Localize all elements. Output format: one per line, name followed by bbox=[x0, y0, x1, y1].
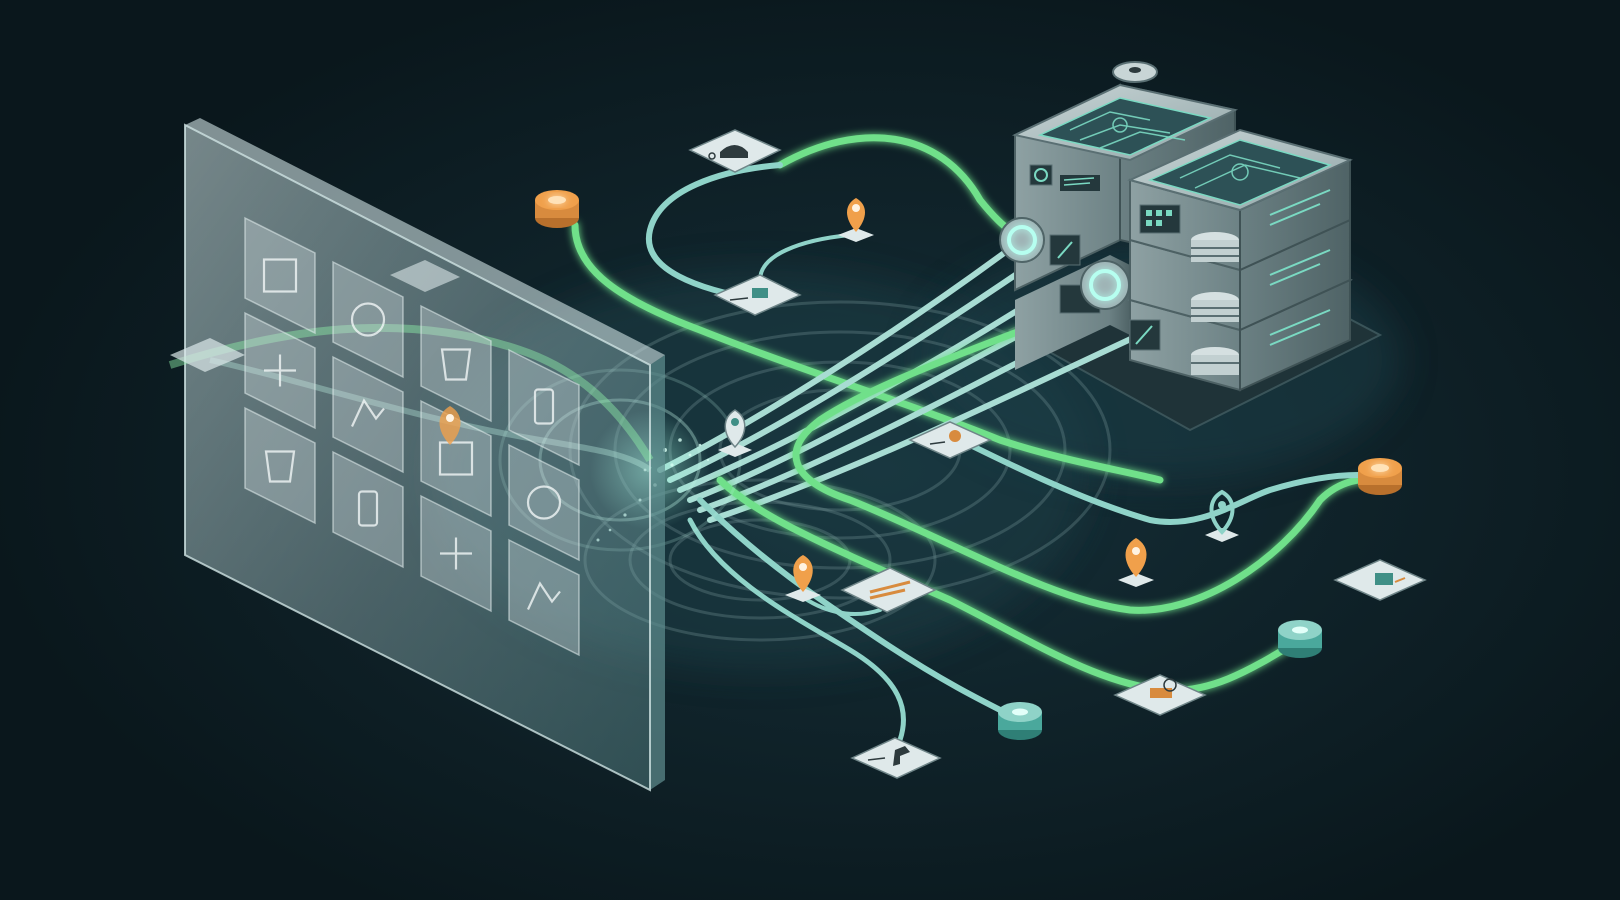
path-orange-left bbox=[571, 221, 1164, 484]
teal-pin-right bbox=[1205, 489, 1239, 542]
server-right-port bbox=[1080, 260, 1130, 310]
link-icon bbox=[508, 348, 580, 467]
disk-stack-3 bbox=[1191, 347, 1239, 375]
chip-upper-mid bbox=[713, 274, 802, 316]
server-right bbox=[1080, 128, 1353, 392]
chip-top bbox=[688, 129, 782, 173]
disk-stack-1 bbox=[1191, 232, 1239, 262]
shapes-icon bbox=[508, 538, 580, 657]
orange-node-right bbox=[1358, 458, 1402, 495]
tablet-icon bbox=[332, 450, 404, 569]
orange-pin-right bbox=[1118, 538, 1154, 587]
server-left bbox=[999, 61, 1239, 370]
panel-icon-grid bbox=[244, 216, 580, 657]
teal-node-bottom bbox=[998, 702, 1042, 740]
shirt-icon bbox=[420, 304, 492, 423]
path-green-loop bbox=[792, 296, 1394, 614]
glass-ui-panel bbox=[168, 118, 665, 792]
circle-icon bbox=[332, 260, 404, 379]
path-green-bottom bbox=[716, 476, 1304, 695]
chip-bottom bbox=[850, 737, 942, 779]
path-top-loop bbox=[776, 134, 1019, 239]
chip-far-right bbox=[1333, 559, 1427, 601]
monitor-icon bbox=[244, 406, 316, 525]
grid-icon bbox=[244, 216, 316, 335]
dress-icon bbox=[420, 494, 492, 613]
tiles-icon bbox=[508, 443, 580, 562]
path-teal-chip bbox=[687, 517, 906, 743]
server-left-port bbox=[999, 217, 1045, 263]
bundle-3 bbox=[677, 287, 1053, 493]
chips bbox=[688, 129, 1427, 779]
bundle-2 bbox=[667, 262, 1033, 483]
chip-lower-center bbox=[840, 567, 937, 613]
chip-center bbox=[908, 421, 992, 459]
path-top-loop-left bbox=[645, 162, 783, 303]
pins bbox=[439, 198, 1239, 602]
path-pin-loop bbox=[758, 233, 852, 282]
disk-stack-2 bbox=[1191, 292, 1239, 322]
phone-icon bbox=[332, 355, 404, 474]
path-teal-right bbox=[937, 427, 1393, 525]
orange-node-top-left bbox=[535, 190, 579, 228]
teal-node-right bbox=[1278, 620, 1322, 658]
dots-icon bbox=[420, 399, 492, 518]
orange-pin-top bbox=[838, 198, 874, 242]
chip-bottom-right bbox=[1113, 674, 1207, 716]
teal-pin-center bbox=[718, 409, 752, 457]
nodes bbox=[535, 190, 1402, 740]
card-icon bbox=[244, 311, 316, 430]
orange-pin-upper bbox=[439, 406, 461, 445]
orange-pin-lower bbox=[785, 555, 821, 602]
path-teal-bottom bbox=[697, 497, 1023, 723]
